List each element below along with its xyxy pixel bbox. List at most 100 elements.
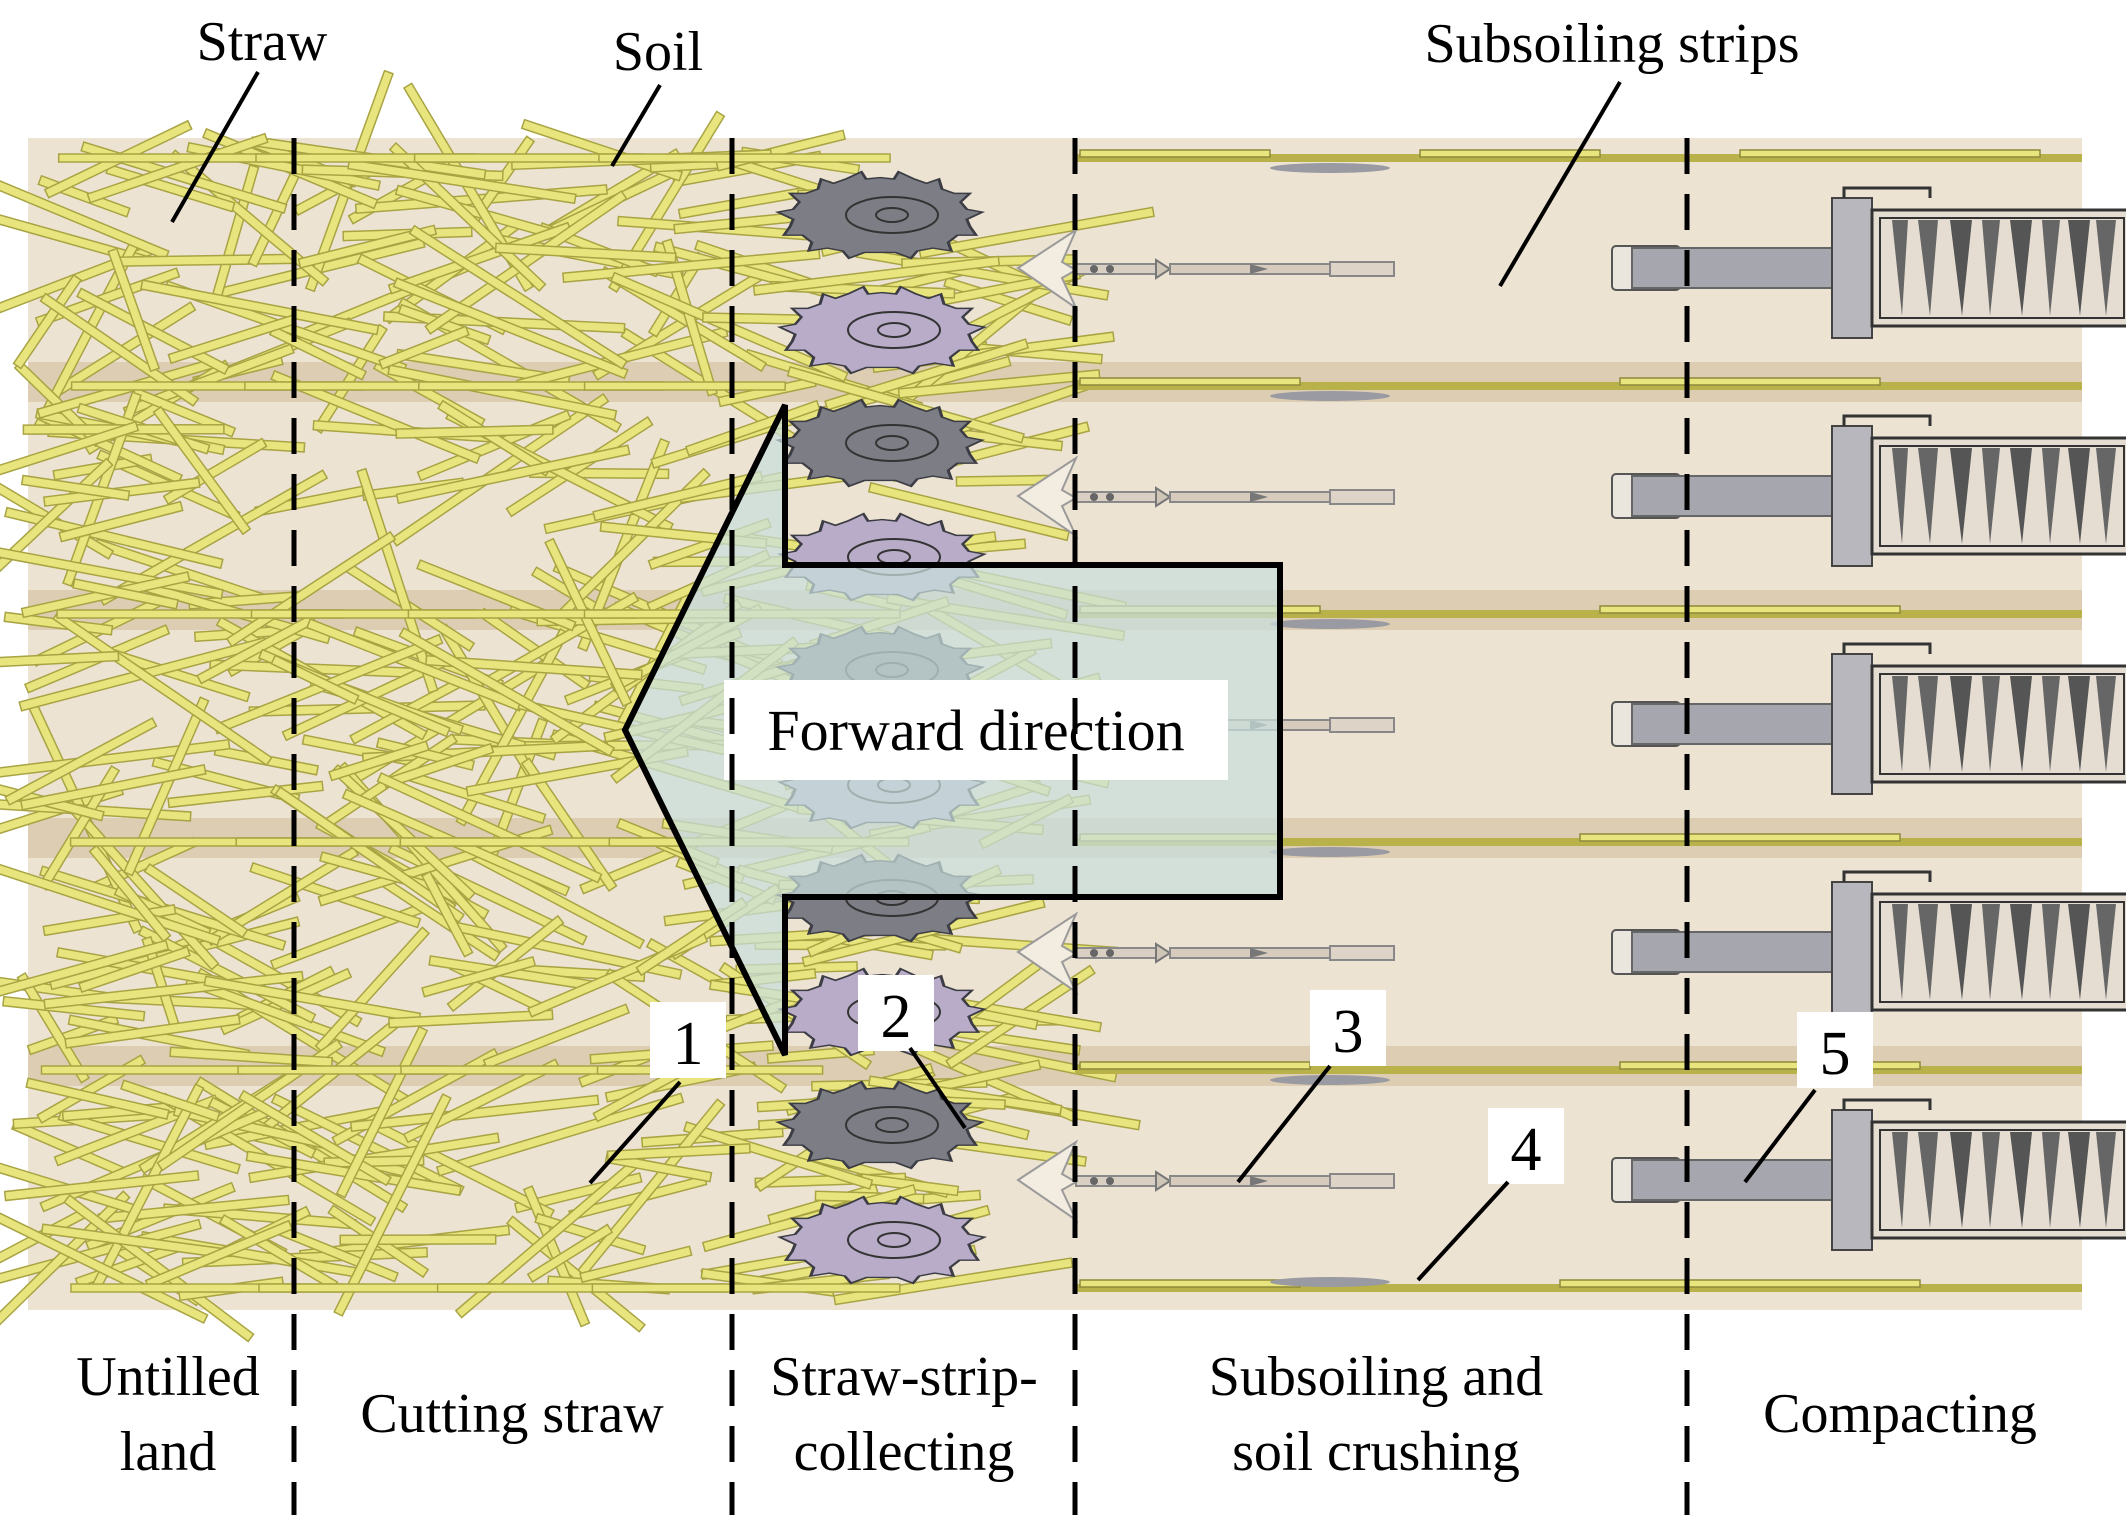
straw-piece <box>520 757 618 892</box>
zone-cutting: Cutting straw <box>360 1383 664 1445</box>
straw-piece <box>143 863 249 939</box>
straw-piece <box>682 1121 874 1190</box>
straw-piece <box>544 537 633 708</box>
straw-piece <box>867 481 1071 542</box>
straw-piece <box>425 654 643 681</box>
straw-piece <box>421 870 474 958</box>
straw-piece <box>4 506 224 570</box>
straw-piece <box>388 1009 554 1029</box>
zone-compacting: Compacting <box>1763 1383 2037 1445</box>
cutting-disc <box>778 1195 986 1285</box>
straw-piece <box>25 1077 170 1120</box>
straw-piece <box>579 1245 693 1284</box>
straw-piece <box>0 939 170 1017</box>
straw-piece <box>333 1093 452 1317</box>
straw-piece <box>274 786 466 924</box>
straw-piece <box>40 1065 243 1075</box>
zone-collecting-line1: Straw-strip- <box>770 1346 1038 1408</box>
straw-piece <box>421 955 537 998</box>
straw-piece <box>328 740 430 782</box>
zone-subsoiling-line1: Subsoiling and <box>1209 1346 1543 1408</box>
straw-piece <box>395 444 631 505</box>
zone-subsoiling-line2: soil crushing <box>1232 1421 1520 1483</box>
straw-piece <box>58 500 184 543</box>
zone-labels: Untilled land Cutting straw Straw-strip-… <box>76 1346 2037 1483</box>
callout-4: 4 <box>1511 1116 1542 1184</box>
straw-piece <box>526 1223 614 1284</box>
straw-piece <box>19 764 207 811</box>
straw-piece <box>0 650 120 669</box>
straw-piece <box>123 696 210 877</box>
straw-piece <box>64 1014 241 1049</box>
forward-direction-label-box <box>724 680 1228 780</box>
straw-piece <box>71 578 179 610</box>
straw-piece <box>604 1152 713 1183</box>
part-callouts: 1 2 3 4 5 <box>588 975 1873 1282</box>
straw-pieces <box>0 69 1155 1343</box>
straw-piece <box>63 1194 255 1343</box>
straw-piece <box>897 369 1101 399</box>
straw-piece <box>86 132 269 204</box>
straw-piece <box>78 945 191 994</box>
straw-piece <box>598 153 891 163</box>
cutting-disc <box>778 285 986 375</box>
straw-piece <box>482 1003 631 1070</box>
straw-piece <box>120 1079 221 1123</box>
straw-piece <box>4 717 158 806</box>
straw-piece <box>435 1092 685 1177</box>
zone-untilled-line1: Untilled <box>76 1346 260 1408</box>
straw-piece <box>339 1234 497 1246</box>
callout-2: 2 <box>881 983 912 1051</box>
straw-piece <box>591 1283 901 1293</box>
cutting-disc <box>776 1080 984 1170</box>
cutting-disc <box>776 170 984 260</box>
straw-piece <box>140 279 380 336</box>
straw-piece <box>20 474 131 501</box>
straw-piece <box>117 253 300 267</box>
callout-3: 3 <box>1333 998 1364 1066</box>
straw-piece <box>0 420 140 483</box>
straw-piece <box>0 738 231 780</box>
straw-piece <box>455 628 570 827</box>
straw-piece <box>752 255 1001 296</box>
straw-piece <box>376 772 603 884</box>
straw-piece <box>0 1209 209 1325</box>
straw-piece <box>606 1142 751 1162</box>
zone-collecting-line2: collecting <box>794 1421 1015 1483</box>
straw-piece <box>0 1190 131 1343</box>
zone-untilled-line2: land <box>120 1421 216 1483</box>
straw-piece <box>583 381 786 391</box>
straw-piece <box>3 1170 200 1202</box>
straw-piece <box>494 242 677 264</box>
soil-label: Soil <box>613 21 703 83</box>
subsoiling-strips-label: Subsoiling strips <box>1425 13 1800 75</box>
straw-piece <box>167 780 324 809</box>
straw-piece <box>402 1058 561 1144</box>
callout-5: 5 <box>1820 1020 1851 1088</box>
straw-piece <box>424 190 628 335</box>
straw-piece <box>39 292 200 408</box>
straw-piece <box>347 158 577 205</box>
straw-piece <box>270 369 482 465</box>
straw-piece <box>562 248 821 283</box>
straw-piece <box>297 224 438 269</box>
straw-piece <box>392 277 629 380</box>
straw-piece <box>395 424 554 439</box>
straw-piece <box>12 273 83 370</box>
straw-piece <box>314 926 431 1053</box>
straw-piece <box>88 844 172 943</box>
callout-1: 1 <box>673 1010 704 1078</box>
straw-piece <box>152 405 252 536</box>
straw-piece <box>408 224 628 370</box>
straw-piece <box>378 325 470 370</box>
straw-piece <box>107 247 161 373</box>
straw-piece <box>52 610 273 767</box>
straw-piece <box>0 158 170 261</box>
zone-dividers <box>291 138 1690 1515</box>
straw-piece <box>833 1257 1074 1306</box>
straw-piece <box>398 627 616 757</box>
cutting-disc <box>776 398 984 488</box>
straw-piece <box>43 970 304 1010</box>
straw-label: Straw <box>197 11 328 73</box>
